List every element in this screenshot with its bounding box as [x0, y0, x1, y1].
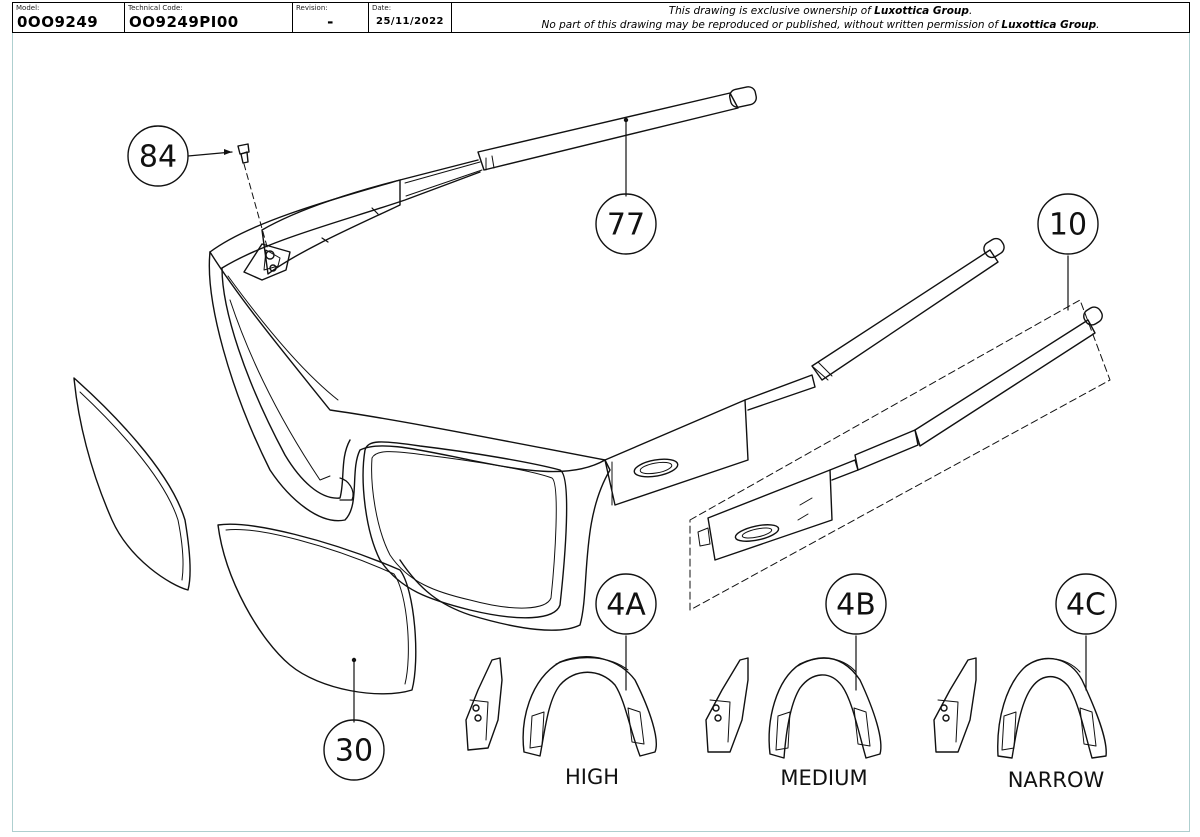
svg-text:10: 10	[1049, 208, 1087, 243]
nosepad-label-medium: MEDIUM	[780, 766, 867, 790]
nosepad-label-narrow: NARROW	[1008, 768, 1105, 792]
revision-label: Revision:	[296, 4, 328, 12]
nosepad-narrow-set	[933, 635, 1107, 759]
date-label: Date:	[372, 4, 392, 12]
title-block: Model: 0OO9249 Technical Code: OO9249PI0…	[12, 2, 1190, 33]
nosepad-label-high: HIGH	[565, 765, 619, 789]
right-temple-arm	[744, 237, 1005, 411]
technical-code-cell: Technical Code: OO9249PI00	[125, 3, 293, 32]
ownership-notice: This drawing is exclusive ownership of L…	[452, 3, 1189, 32]
model-label: Model:	[16, 4, 40, 12]
temple-assembly-exploded	[689, 299, 1111, 611]
callout-84: 84	[127, 125, 189, 187]
callout-4a: 4A	[595, 573, 657, 635]
model-cell: Model: 0OO9249	[13, 3, 125, 32]
left-hinge	[243, 243, 291, 281]
svg-text:30: 30	[335, 734, 373, 769]
callout-4c: 4C	[1055, 573, 1117, 635]
callout-30: 30	[323, 719, 385, 781]
svg-text:4C: 4C	[1066, 588, 1106, 623]
svg-text:77: 77	[607, 208, 645, 243]
leader-77-dot	[623, 117, 629, 123]
technical-code-label: Technical Code:	[128, 4, 183, 12]
callout-10: 10	[1037, 193, 1099, 255]
svg-text:4A: 4A	[606, 588, 646, 623]
left-temple-arm	[209, 86, 757, 275]
revision-cell: Revision: -	[293, 3, 369, 32]
lens-left-exploded	[73, 377, 191, 591]
date-cell: Date: 25/11/2022	[369, 3, 452, 32]
callout-77: 77	[595, 193, 657, 255]
callout-4b: 4B	[825, 573, 887, 635]
nosepad-medium-set	[705, 635, 882, 759]
revision-value: -	[327, 13, 334, 31]
front-frame	[208, 251, 749, 631]
hinge-screw	[187, 143, 269, 251]
date-value: 25/11/2022	[376, 16, 444, 27]
technical-code-value: OO9249PI00	[129, 13, 239, 31]
nosepad-high-set	[465, 635, 657, 757]
lens-30	[217, 523, 417, 723]
ownership-notice-line1: This drawing is exclusive ownership of L…	[668, 4, 973, 17]
svg-text:84: 84	[139, 140, 177, 175]
svg-text:4B: 4B	[836, 588, 876, 623]
ownership-notice-line2: No part of this drawing may be reproduce…	[541, 18, 1100, 31]
model-value: 0OO9249	[17, 13, 99, 31]
